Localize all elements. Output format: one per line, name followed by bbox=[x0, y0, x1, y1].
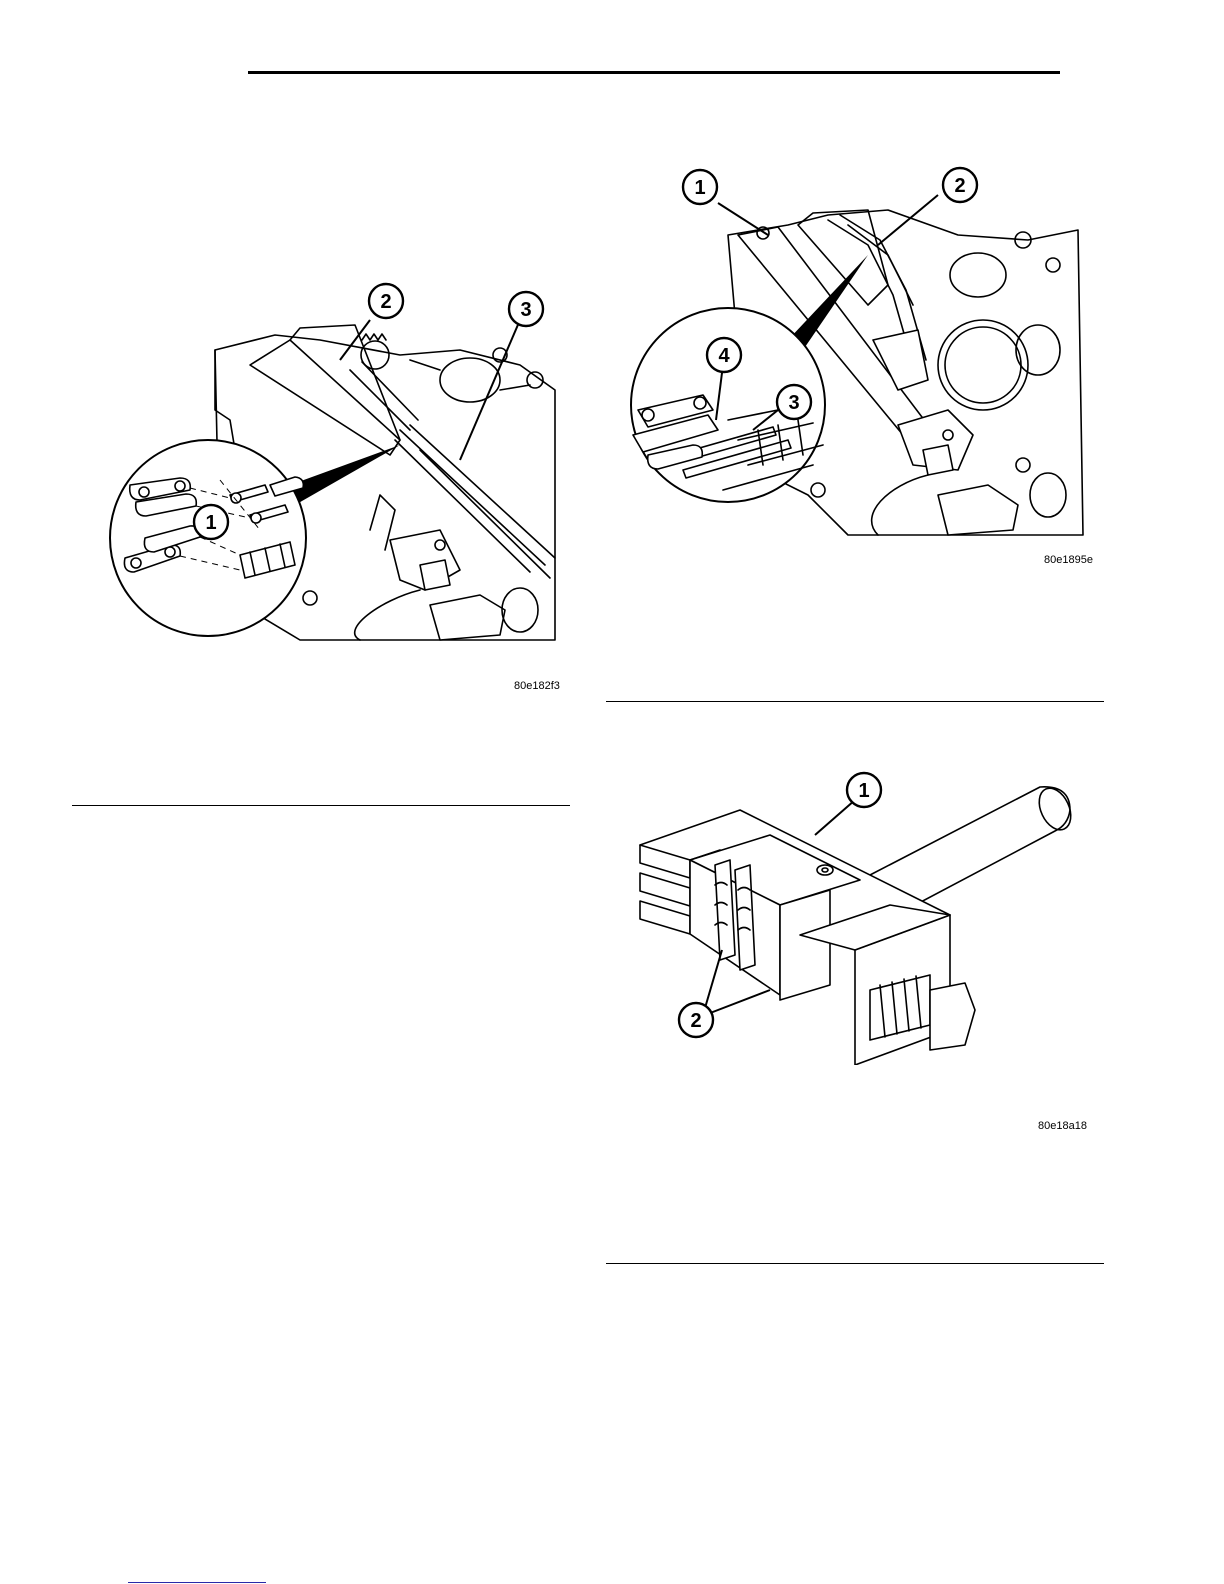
callout-2: 2 bbox=[369, 284, 403, 318]
callout-1: 1 bbox=[194, 505, 228, 539]
figure-3-callouts: 1 2 bbox=[630, 765, 1090, 1065]
callout-1-label: 1 bbox=[694, 177, 705, 199]
figure-chain-tool: 1 2 bbox=[630, 765, 1090, 1065]
header-rule bbox=[248, 71, 1060, 74]
figure-timing-chain-link-assembly: 2 3 1 bbox=[100, 280, 570, 650]
callout-3: 3 bbox=[777, 385, 811, 419]
callout-2-label: 2 bbox=[380, 291, 391, 313]
callout-2: 2 bbox=[943, 168, 977, 202]
callout-1: 1 bbox=[847, 773, 881, 807]
callout-1-label: 1 bbox=[858, 780, 869, 802]
callout-4-label: 4 bbox=[718, 345, 730, 367]
callout-3-label: 3 bbox=[520, 299, 531, 321]
footer-link-rule bbox=[128, 1582, 266, 1583]
callout-1: 1 bbox=[683, 170, 717, 204]
right-section-rule-2 bbox=[606, 1263, 1104, 1264]
callout-2-label: 2 bbox=[690, 1010, 701, 1032]
callout-4: 4 bbox=[707, 338, 741, 372]
callout-1-label: 1 bbox=[205, 512, 216, 534]
left-section-rule bbox=[72, 805, 570, 806]
figure-chain-pin-removal: 1 2 4 3 bbox=[628, 165, 1088, 540]
callout-3-label: 3 bbox=[788, 392, 799, 414]
figure-1-code: 80e182f3 bbox=[514, 680, 560, 692]
callout-2-label: 2 bbox=[954, 175, 965, 197]
callout-3: 3 bbox=[509, 292, 543, 326]
callout-2: 2 bbox=[679, 1003, 713, 1037]
figure-2-code: 80e1895e bbox=[1044, 554, 1093, 566]
figure-1-callouts: 2 3 1 bbox=[100, 280, 570, 650]
figure-3-code: 80e18a18 bbox=[1038, 1120, 1087, 1132]
figure-2-callouts: 1 2 4 3 bbox=[628, 165, 1088, 540]
right-section-rule-1 bbox=[606, 701, 1104, 702]
